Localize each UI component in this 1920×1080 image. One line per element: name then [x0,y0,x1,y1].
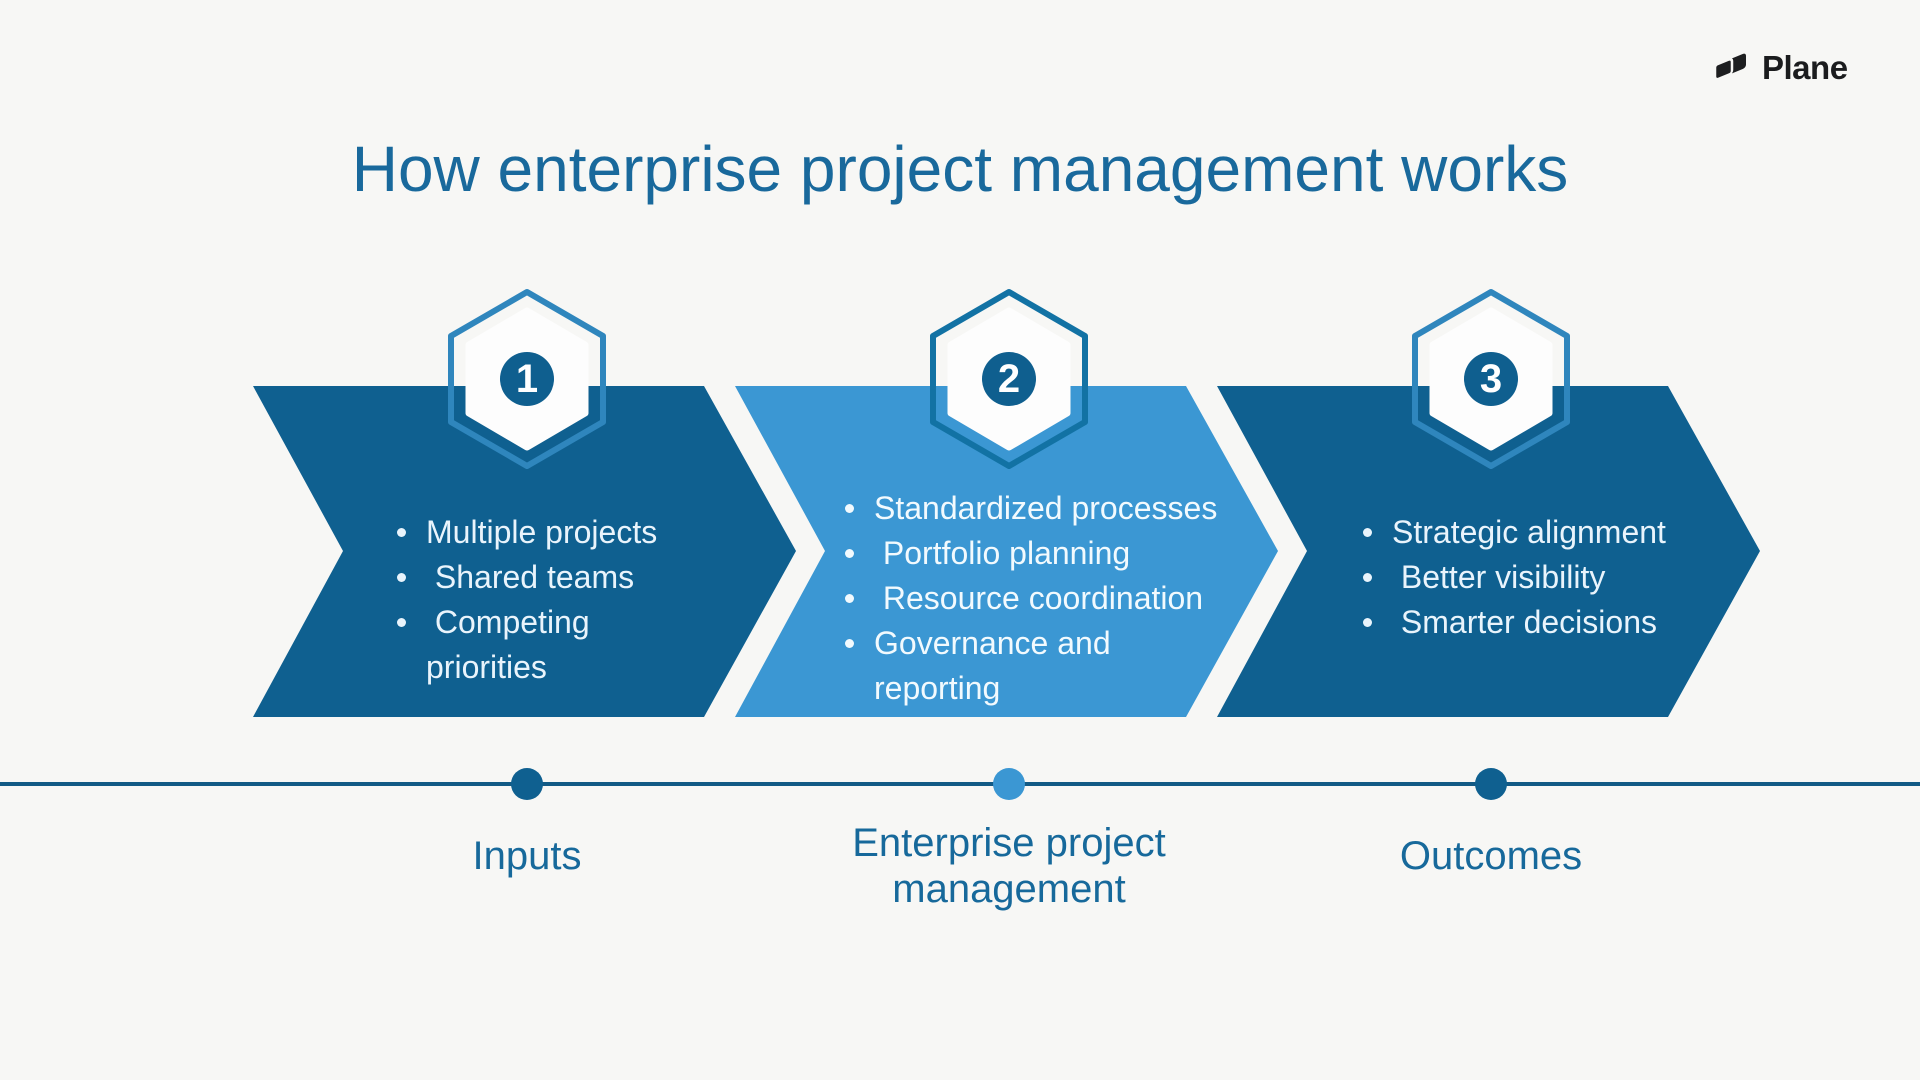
plane-logomark-icon [1713,53,1746,81]
number-circle [500,352,554,406]
hexagon-outline [448,289,606,469]
step-2-bullet-list: Standardized processes Portfolio plannin… [838,486,1253,711]
bullet-item-label: Multiple projects [426,514,658,550]
hexagon-outline [930,289,1088,469]
timeline-label-outcomes: Outcomes [1399,834,1583,878]
chevron-stage-3 [1217,386,1760,717]
list-item: Portfolio planning [838,531,1253,576]
step-number-1: 1 [515,357,539,401]
bullet-item-label: Governance and reporting [874,625,1111,706]
list-item: Better visibility [1356,555,1701,600]
timeline-dot-2 [993,768,1025,800]
list-item: Smarter decisions [1356,600,1701,645]
bullet-item-label: Strategic alignment [1392,514,1666,550]
step-badge-3 [1412,289,1570,469]
step-number-2: 2 [997,357,1021,401]
list-item: Competing priorities [390,600,685,690]
list-item: Standardized processes [838,486,1253,531]
brand-logo: Plane [1712,48,1848,88]
bullet-item-label: Smarter decisions [1392,604,1657,640]
list-item: Multiple projects [390,510,685,555]
list-item: Governance and reporting [838,621,1253,711]
step-number-3: 3 [1479,357,1503,401]
hexagon-outline [1412,289,1570,469]
bullet-item-label: Competing priorities [426,604,590,685]
brand-name: Plane [1762,49,1848,86]
list-item: Resource coordination [838,576,1253,621]
timeline-dot-1 [511,768,543,800]
chevron-stage-1 [253,386,796,717]
bullet-item-label: Shared teams [426,559,635,595]
chevron-stage-2 [735,386,1278,717]
bullet-item-label: Better visibility [1392,559,1606,595]
list-item: Strategic alignment [1356,510,1701,555]
bullet-item-label: Portfolio planning [874,535,1131,571]
step-1-bullet-list: Multiple projects Shared teams Competing… [390,510,685,690]
page-title: How enterprise project management works [351,133,1569,205]
timeline-label-enterprise-project-management: Enterprise project management [852,821,1166,911]
step-badge-2 [930,289,1088,469]
bullet-item-label: Resource coordination [874,580,1204,616]
list-item: Shared teams [390,555,685,600]
step-3-bullet-list: Strategic alignment Better visibility Sm… [1356,510,1701,645]
bullet-item-label: Standardized processes [874,490,1218,526]
number-circle [1464,352,1518,406]
step-badge-1 [448,289,606,469]
number-circle [982,352,1036,406]
timeline-label-inputs: Inputs [472,834,582,878]
timeline-dot-3 [1475,768,1507,800]
